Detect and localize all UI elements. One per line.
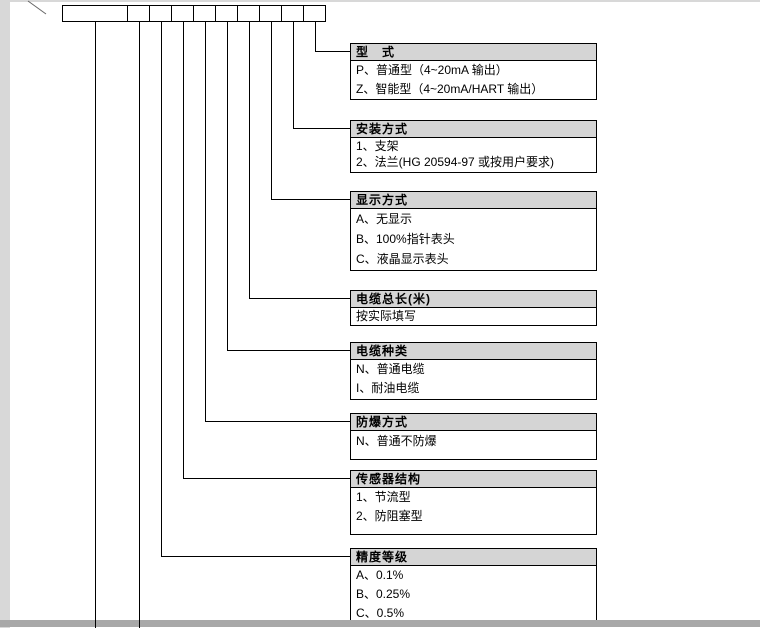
table-header: 显示方式 [351,192,596,209]
table-row: 按实际填写 [356,309,417,323]
connector-sensor-structure [183,22,350,479]
connector-continued-1 [95,22,96,628]
connector-cable-length [249,22,350,299]
table-header: 安装方式 [351,121,596,138]
table-row: I、耐油电缆 [356,381,420,395]
spec-table-cable-length: 电缆总长(米) 按实际填写 [350,290,597,326]
spec-table-explosion-proof: 防爆方式 N、普通不防爆 [350,413,597,460]
table-row: B、0.25% [356,587,411,601]
page-break-gap [0,620,760,627]
connector-display [271,22,350,200]
top-page-margin [0,0,760,2]
model-code-cell [259,5,282,22]
spec-table-accuracy: 精度等级 A、0.1% B、0.25% C、0.5% [350,548,597,625]
model-code-cell [237,5,260,22]
model-code-cell [171,5,194,22]
model-code-cell [193,5,216,22]
table-row: 1、支架 [356,139,399,153]
model-code-cell [281,5,304,22]
connector-cable-kind [227,22,350,351]
table-row: N、普通不防爆 [356,434,437,448]
model-code-row [62,5,326,22]
table-row: C、0.5% [356,606,405,620]
table-row: 2、法兰(HG 20594-97 或按用户要求) [356,155,555,169]
spec-table-sensor-structure: 传感器结构 1、节流型 2、防阻塞型 [350,470,597,535]
table-row: C、液晶显示表头 [356,252,449,266]
table-header: 精度等级 [351,549,596,566]
connector-type [315,22,350,52]
connector-accuracy [161,22,350,557]
table-row: N、普通电缆 [356,362,425,376]
table-row: Z、智能型（4~20mA/HART 输出） [356,82,544,96]
table-row: 1、节流型 [356,490,411,504]
spec-table-cable-kind: 电缆种类 N、普通电缆 I、耐油电缆 [350,342,597,400]
table-header: 型 式 [351,44,596,61]
spec-table-mounting: 安装方式 1、支架 2、法兰(HG 20594-97 或按用户要求) [350,120,597,173]
model-code-cell [62,5,128,22]
table-row: P、普通型（4~20mA 输出） [356,63,508,77]
model-code-cell [303,5,326,22]
table-header: 电缆种类 [351,343,596,360]
table-row: 2、防阻塞型 [356,509,423,523]
connector-mounting [293,22,350,129]
table-header: 传感器结构 [351,471,596,488]
table-header: 防爆方式 [351,414,596,431]
table-row: A、0.1% [356,568,404,582]
connector-continued-2 [139,22,140,628]
model-code-cell [215,5,238,22]
spec-table-type: 型 式 P、普通型（4~20mA 输出） Z、智能型（4~20mA/HART 输… [350,43,597,100]
spec-table-display: 显示方式 A、无显示 B、100%指针表头 C、液晶显示表头 [350,191,597,271]
connector-explosion-proof [205,22,350,422]
model-code-cell [149,5,172,22]
left-page-margin [0,0,10,628]
model-code-cell [127,5,150,22]
table-row: B、100%指针表头 [356,232,455,246]
table-header: 电缆总长(米) [351,291,596,308]
page-corner-mark [27,0,47,15]
table-row: A、无显示 [356,212,413,226]
